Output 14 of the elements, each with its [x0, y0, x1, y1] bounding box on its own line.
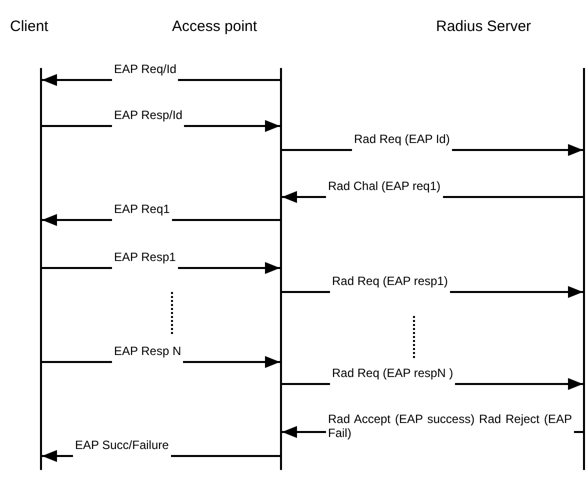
- edge-label: EAP Req1: [112, 202, 172, 223]
- participant-label: Access point: [172, 18, 258, 35]
- edge-label: EAP Succ/Failure: [73, 438, 171, 459]
- edge-label: Rad Req (EAP resp1): [330, 274, 450, 295]
- edge-label: EAP Resp N: [112, 344, 184, 365]
- edge-label: EAP Req/Id: [112, 62, 178, 83]
- edge-label: EAP Resp/Id: [112, 108, 184, 129]
- edge-label: Rad Req (EAP Id): [352, 132, 452, 153]
- edge-label: Rad Accept (EAP success) Rad Reject (EAP Fail): [326, 412, 574, 440]
- participant-label: Client: [10, 18, 48, 35]
- edge-label: Rad Chal (EAP req1): [326, 179, 442, 200]
- edge-label: Rad Req (EAP respN ): [330, 366, 456, 387]
- participant-label: Radius Server: [436, 18, 532, 35]
- edge-label: EAP Resp1: [112, 250, 178, 271]
